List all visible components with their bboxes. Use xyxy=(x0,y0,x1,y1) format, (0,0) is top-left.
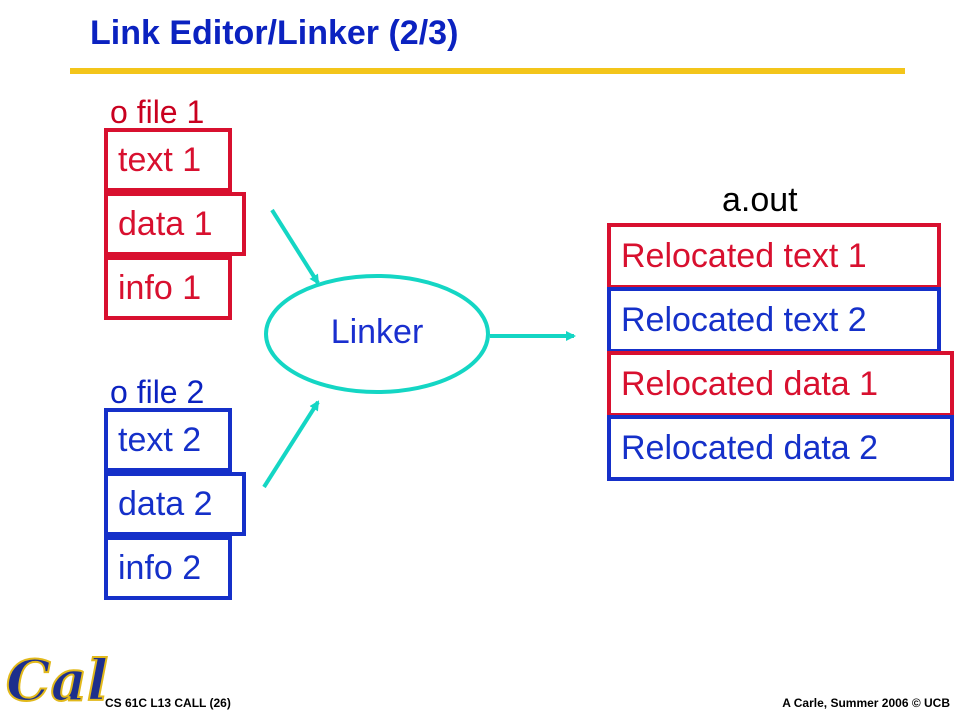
output-file-label: a.out xyxy=(722,181,798,219)
arrow-file1-to-linker xyxy=(270,208,320,285)
footer-copyright: A Carle, Summer 2006 © UCB xyxy=(782,696,950,710)
output-relocated-text-2: Relocated text 2 xyxy=(607,287,941,353)
output-relocated-text-1: Relocated text 1 xyxy=(607,223,941,289)
footer-course-info: CS 61C L13 CALL (26) xyxy=(105,696,231,710)
slide-title: Link Editor/Linker (2/3) xyxy=(90,14,459,52)
object-file-1-data-section: data 1 xyxy=(104,192,246,256)
linker-label: Linker xyxy=(330,313,424,351)
object-file-2-label: o file 2 xyxy=(110,374,205,410)
object-file-2-info-section: info 2 xyxy=(104,536,232,600)
linker-ellipse xyxy=(264,274,490,394)
object-file-2-data-section: data 2 xyxy=(104,472,246,536)
arrow-file2-to-linker xyxy=(262,400,320,489)
cal-logo-text: Cal xyxy=(6,648,108,714)
output-relocated-data-2: Relocated data 2 xyxy=(607,415,954,481)
object-file-1-label: o file 1 xyxy=(110,94,205,130)
object-file-2-text-section: text 2 xyxy=(104,408,232,472)
title-underline xyxy=(70,68,905,74)
object-file-1-info-section: info 1 xyxy=(104,256,232,320)
object-file-1-text-section: text 1 xyxy=(104,128,232,192)
